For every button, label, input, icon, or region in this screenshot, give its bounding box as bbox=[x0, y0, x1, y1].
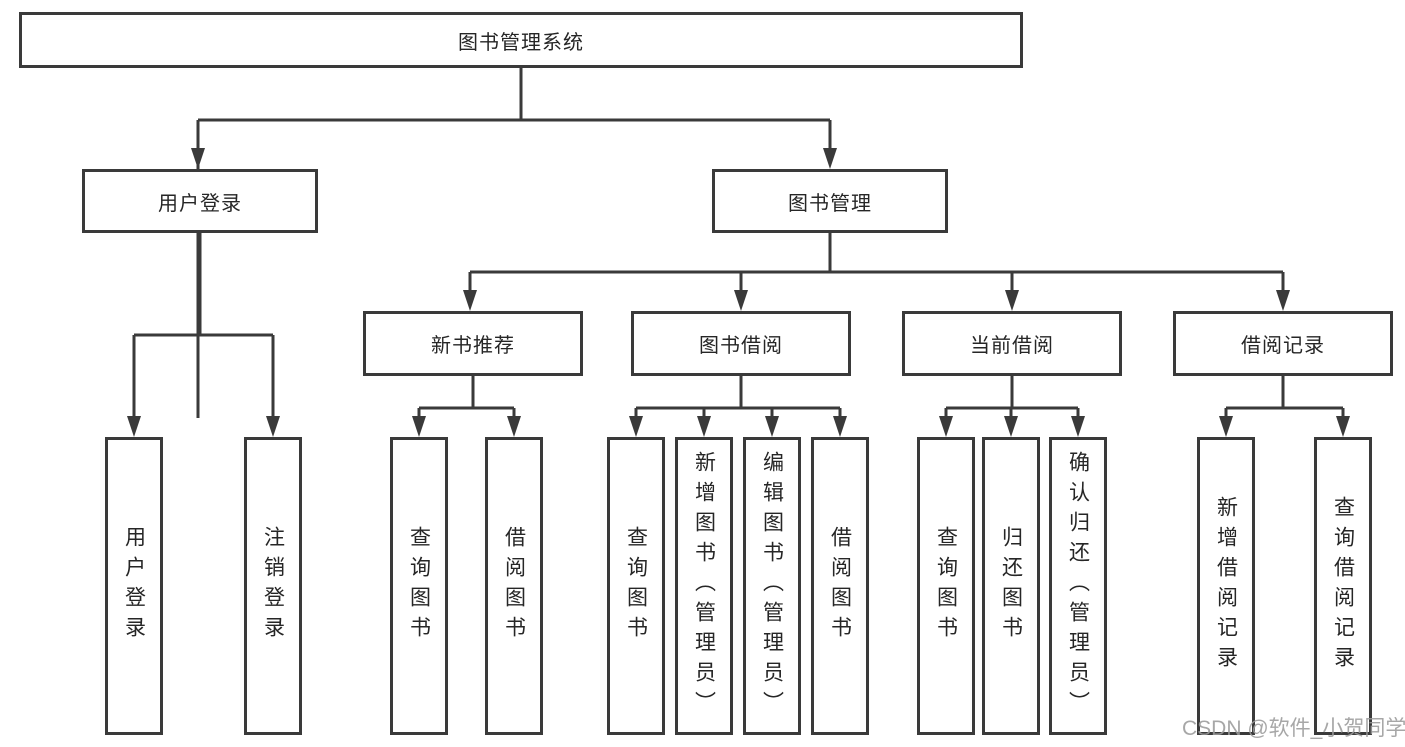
node-book-borrow: 图书借阅 bbox=[631, 311, 851, 376]
leaf-add-borrow-record: 新增借阅记录 bbox=[1197, 437, 1255, 735]
arrowheads bbox=[127, 148, 1350, 437]
node-borrow-records: 借阅记录 bbox=[1173, 311, 1393, 376]
leaf-return-books: 归还图书 bbox=[982, 437, 1040, 735]
leaf-borrow-books: 借阅图书 bbox=[811, 437, 869, 735]
node-current-borrow: 当前借阅 bbox=[902, 311, 1122, 376]
node-label: 查询借阅记录 bbox=[1331, 496, 1355, 676]
arrow-down-icon bbox=[629, 416, 643, 437]
node-label: 新书推荐 bbox=[431, 335, 515, 357]
arrow-down-icon bbox=[507, 416, 521, 437]
arrow-down-icon bbox=[127, 416, 141, 437]
arrow-down-icon bbox=[939, 416, 953, 437]
arrow-down-icon bbox=[1336, 416, 1350, 437]
node-root-system: 图书管理系统 bbox=[19, 12, 1023, 68]
connector-path bbox=[1224, 376, 1345, 418]
leaf-add-books-admin: 新增图书（管理员） bbox=[675, 437, 733, 735]
arrow-down-icon bbox=[1219, 416, 1233, 437]
node-label: 查询图书 bbox=[407, 526, 431, 646]
arrow-down-icon bbox=[734, 290, 748, 311]
connector-path bbox=[634, 376, 842, 418]
node-label: 用户登录 bbox=[122, 526, 146, 646]
node-label: 确认归还（管理员） bbox=[1066, 451, 1090, 721]
leaf-query-borrow-record: 查询借阅记录 bbox=[1314, 437, 1372, 735]
node-label: 归还图书 bbox=[999, 526, 1023, 646]
arrow-down-icon bbox=[266, 416, 280, 437]
connector-path bbox=[196, 68, 832, 418]
leaf-user-login: 用户登录 bbox=[105, 437, 163, 735]
leaf-query-books-borrow: 查询图书 bbox=[607, 437, 665, 735]
connector-path bbox=[417, 376, 516, 418]
node-label: 图书借阅 bbox=[699, 335, 783, 357]
arrow-down-icon bbox=[833, 416, 847, 437]
node-new-book-recommend: 新书推荐 bbox=[363, 311, 583, 376]
arrow-down-icon bbox=[463, 290, 477, 311]
node-label: 当前借阅 bbox=[970, 335, 1054, 357]
leaf-edit-books-admin: 编辑图书（管理员） bbox=[743, 437, 801, 735]
connector-root-to-level2 bbox=[132, 68, 1345, 418]
node-label: 新增借阅记录 bbox=[1214, 496, 1238, 676]
arrow-down-icon bbox=[765, 416, 779, 437]
arrow-down-icon bbox=[697, 416, 711, 437]
arrow-down-icon bbox=[1004, 416, 1018, 437]
leaf-borrow-books-recommend: 借阅图书 bbox=[485, 437, 543, 735]
node-book-management: 图书管理 bbox=[712, 169, 948, 233]
leaf-user-logout: 注销登录 bbox=[244, 437, 302, 735]
node-label: 新增图书（管理员） bbox=[692, 451, 716, 721]
node-user-login: 用户登录 bbox=[82, 169, 318, 233]
node-label: 编辑图书（管理员） bbox=[760, 451, 784, 721]
arrow-down-icon bbox=[1276, 290, 1290, 311]
arrow-down-icon bbox=[1005, 290, 1019, 311]
node-label: 查询图书 bbox=[624, 526, 648, 646]
node-label: 图书管理 bbox=[788, 192, 872, 215]
node-label: 注销登录 bbox=[261, 526, 285, 646]
node-label: 用户登录 bbox=[158, 192, 242, 215]
arrow-down-icon bbox=[823, 148, 837, 169]
node-label: 借阅记录 bbox=[1241, 335, 1325, 357]
connector-path bbox=[944, 376, 1080, 418]
node-label: 查询图书 bbox=[934, 526, 958, 646]
connector-path bbox=[468, 233, 1285, 292]
leaf-query-books-current: 查询图书 bbox=[917, 437, 975, 735]
leaf-query-books-recommend: 查询图书 bbox=[390, 437, 448, 735]
csdn-watermark: CSDN @软件_小贺同学 bbox=[1182, 717, 1405, 740]
node-label: 图书管理系统 bbox=[458, 31, 584, 54]
node-label: 借阅图书 bbox=[502, 526, 526, 646]
arrow-down-icon bbox=[412, 416, 426, 437]
arrow-down-icon bbox=[1071, 416, 1085, 437]
connector-path bbox=[132, 233, 275, 418]
node-label: 借阅图书 bbox=[828, 526, 852, 646]
arrow-down-icon bbox=[191, 148, 205, 169]
leaf-confirm-return-admin: 确认归还（管理员） bbox=[1049, 437, 1107, 735]
